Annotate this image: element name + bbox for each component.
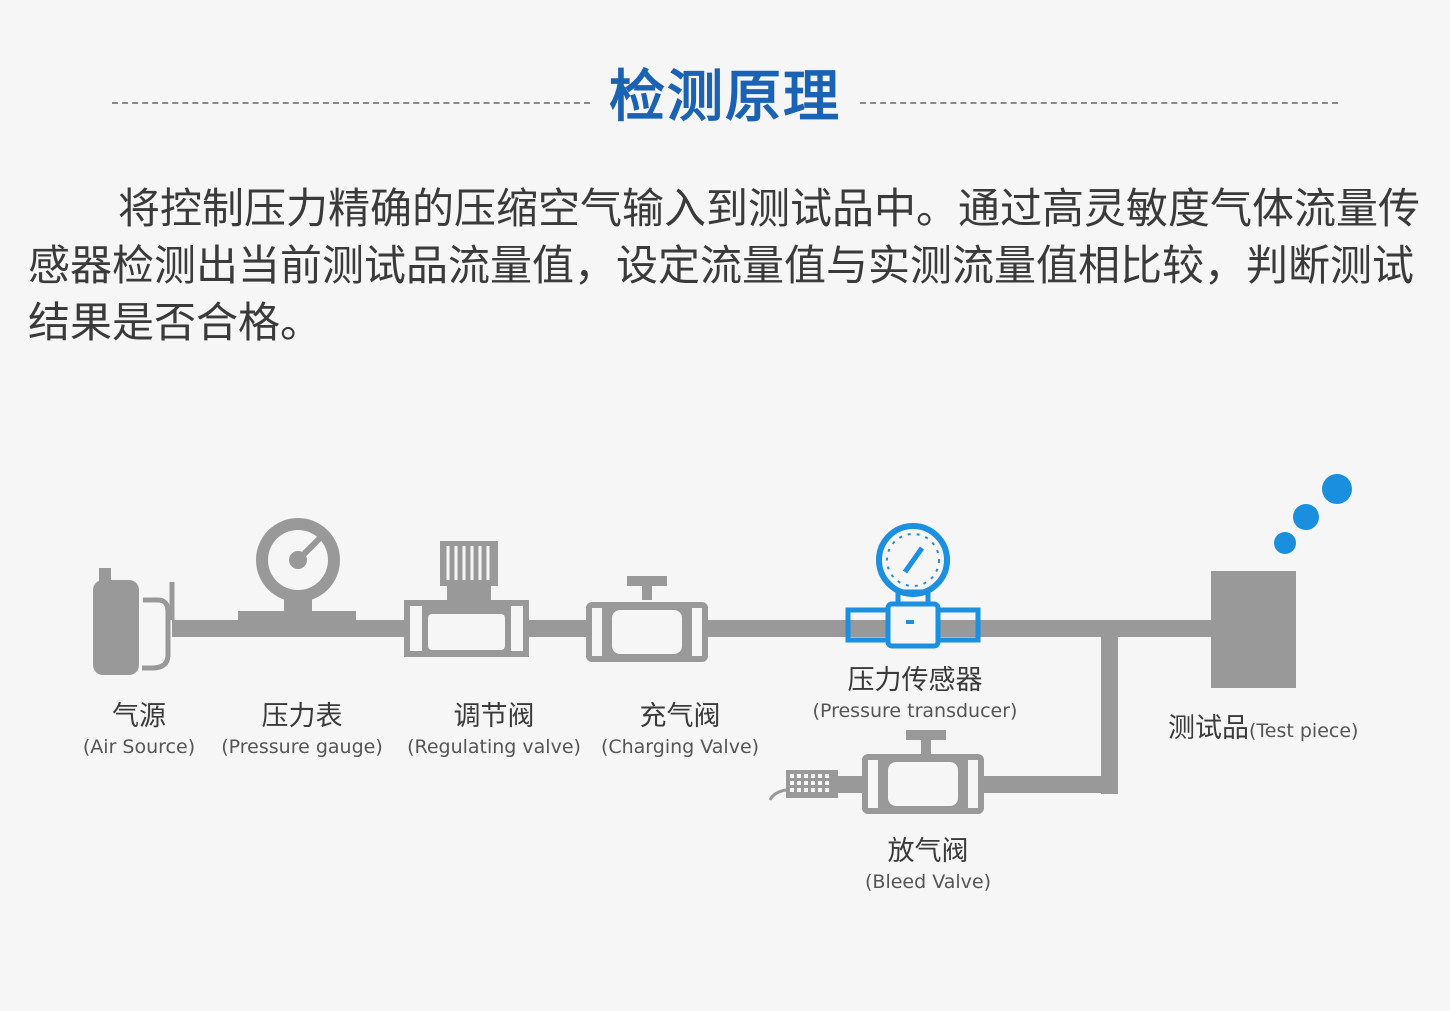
charging-valve-label-zh: 充气阀 (639, 701, 721, 732)
air-source-label-en: (Air Source) (82, 736, 196, 758)
description-paragraph: 将控制压力精确的压缩空气输入到测试品中。通过高灵敏度气体流量传感器检测出当前测试… (28, 184, 1421, 347)
title-divider-right (860, 102, 1338, 104)
bleed-valve-label-en: (Bleed Valve) (865, 871, 991, 893)
pressure-transducer-icon (845, 523, 981, 649)
test-piece-label-en: (Test piece) (1249, 720, 1359, 742)
bleed-valve-label-zh: 放气阀 (887, 836, 969, 867)
regulating-valve-icon (404, 541, 529, 657)
test-piece-icon (1211, 571, 1296, 688)
regulating-valve-label-zh: 调节阀 (453, 701, 535, 732)
pressure-gauge-icon (238, 518, 356, 633)
pressure-transducer-label-en: (Pressure transducer) (812, 700, 1018, 722)
title-divider-left (112, 102, 590, 104)
pressure-transducer-label-zh: 压力传感器 (847, 665, 983, 696)
test-piece-label-zh: 测试品 (1168, 713, 1249, 744)
bleed-valve-label: 放气阀 (Bleed Valve) (848, 835, 1008, 895)
charging-valve-label: 充气阀 (Charging Valve) (592, 700, 768, 760)
pressure-gauge-label: 压力表 (Pressure gauge) (212, 700, 392, 760)
regulating-valve-label-en: (Regulating valve) (407, 736, 581, 758)
pressure-transducer-label: 压力传感器 (Pressure transducer) (800, 664, 1030, 724)
air-source-icon (93, 568, 171, 675)
title-row: 检测原理 (0, 58, 1450, 138)
bleed-branch-pipe (975, 628, 1118, 794)
muffler-icon (768, 770, 838, 801)
test-piece-label: 测试品(Test piece) (1168, 706, 1358, 745)
page-title: 检测原理 (609, 65, 841, 130)
charging-valve-label-en: (Charging Valve) (600, 736, 760, 758)
air-source-label-zh: 气源 (112, 701, 166, 732)
pressure-gauge-label-en: (Pressure gauge) (221, 736, 383, 758)
air-source-label: 气源 (Air Source) (74, 700, 204, 760)
bleed-valve-icon (836, 730, 984, 814)
regulating-valve-label: 调节阀 (Regulating valve) (398, 700, 590, 760)
charging-valve-icon (586, 576, 708, 662)
pressure-gauge-label-zh: 压力表 (261, 701, 343, 732)
leak-bubbles-icon (1274, 474, 1352, 554)
